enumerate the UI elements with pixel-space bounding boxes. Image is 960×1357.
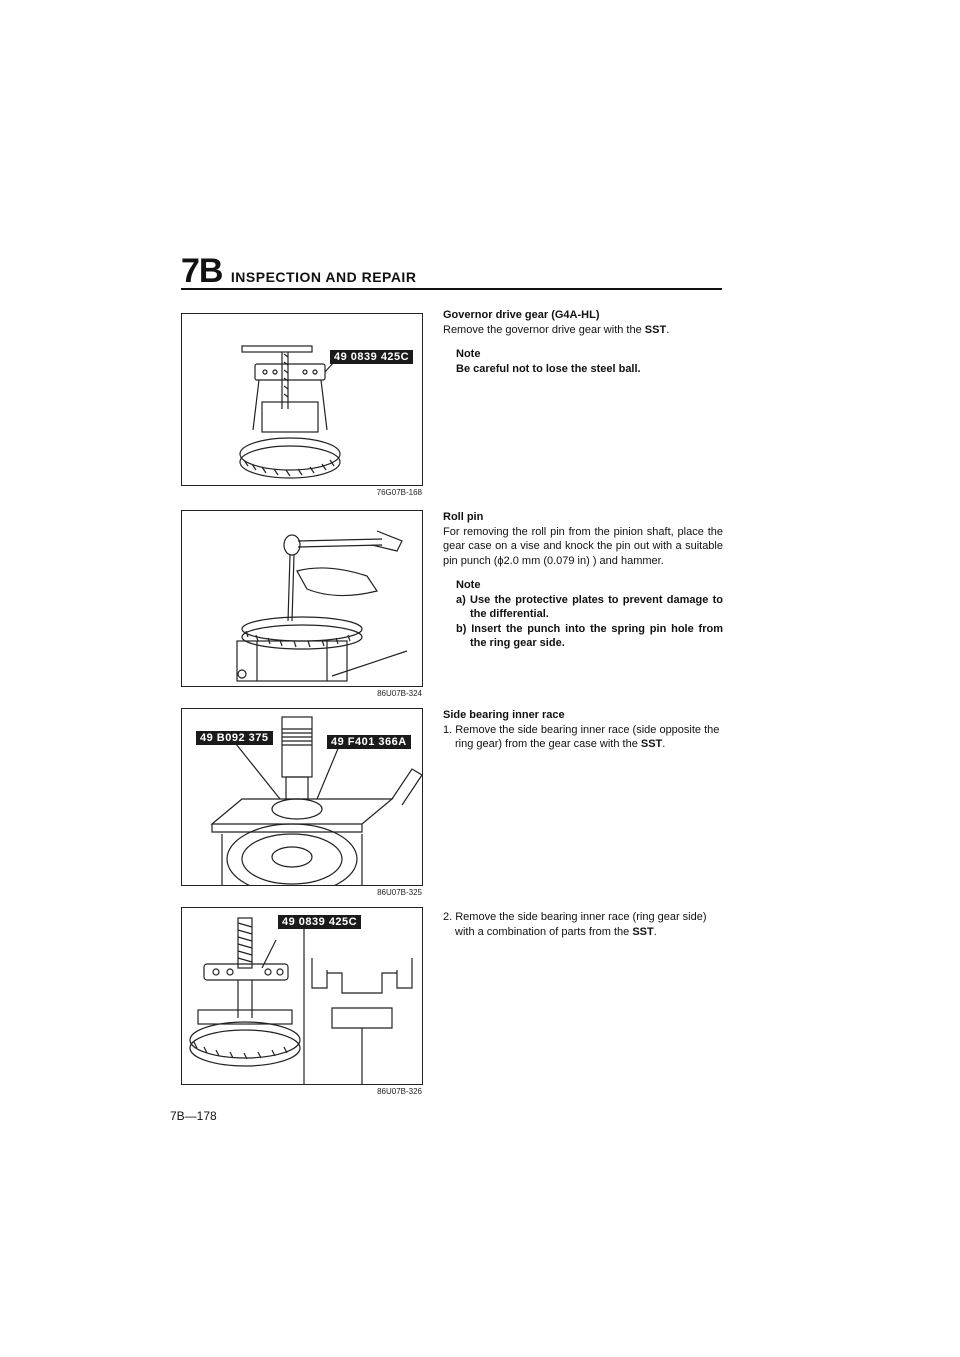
figure-code: 86U07B-325	[377, 888, 422, 897]
note: Note Be careful not to lose the steel ba…	[456, 347, 723, 376]
figure-code: 86U07B-324	[377, 689, 422, 698]
sst-tag: 49 F401 366A	[327, 735, 411, 749]
note-item-a: a) Use the protective plates to prevent …	[456, 593, 723, 621]
sst-tag: 49 B092 375	[196, 731, 273, 745]
figure-governor-gear-puller: 49 0839 425C	[181, 313, 423, 486]
note-item-b: b) Insert the punch into the spring pin …	[456, 622, 723, 650]
note-label: Note	[456, 348, 481, 360]
figure-roll-pin-removal	[181, 510, 423, 687]
step-1: 1. Remove the side bearing inner race (s…	[443, 723, 720, 751]
note: Note a) Use the protective plates to pre…	[456, 578, 723, 651]
note-text: Be careful not to lose the steel ball.	[456, 362, 641, 375]
page-number: 7B—178	[170, 1109, 217, 1123]
roll-pin-text: Roll pin For removing the roll pin from …	[443, 510, 723, 651]
ring-gear-side-text: 2. Remove the side bearing inner race (r…	[443, 910, 723, 939]
note-label: Note	[456, 579, 481, 591]
step-2: 2. Remove the side bearing inner race (r…	[443, 911, 707, 938]
section-code: 7B	[181, 252, 223, 290]
figure-code: 86U07B-326	[377, 1087, 422, 1096]
vise-illustration	[236, 530, 408, 682]
press-illustration	[210, 716, 422, 885]
governor-drive-gear-text: Governor drive gear (G4A-HL) Remove the …	[443, 308, 723, 376]
figure-ring-gear-side-removal: 49 0839 425C	[181, 907, 423, 1085]
section-title: INSPECTION AND REPAIR	[230, 269, 417, 285]
figure-code: 76G07B-168	[376, 488, 422, 497]
section-heading: Side bearing inner race	[443, 709, 565, 721]
section-heading: Roll pin	[443, 511, 484, 523]
sst-tag: 49 0839 425C	[278, 915, 362, 929]
body-text: For removing the roll pin from the pinio…	[443, 525, 723, 567]
section-heading: Governor drive gear (G4A-HL)	[443, 309, 600, 321]
puller-detail-illustration	[189, 917, 413, 1084]
side-bearing-text: Side bearing inner race 1. Remove the si…	[443, 708, 723, 752]
body-text: Remove the governor drive gear with the …	[443, 323, 670, 336]
puller-illustration	[239, 345, 341, 479]
figure-side-bearing-removal: 49 B092 375 49 F401 366A	[181, 708, 423, 886]
section-header: 7B INSPECTION AND REPAIR	[181, 252, 416, 291]
sst-tag: 49 0839 425C	[330, 350, 414, 364]
header-rule	[181, 288, 722, 290]
